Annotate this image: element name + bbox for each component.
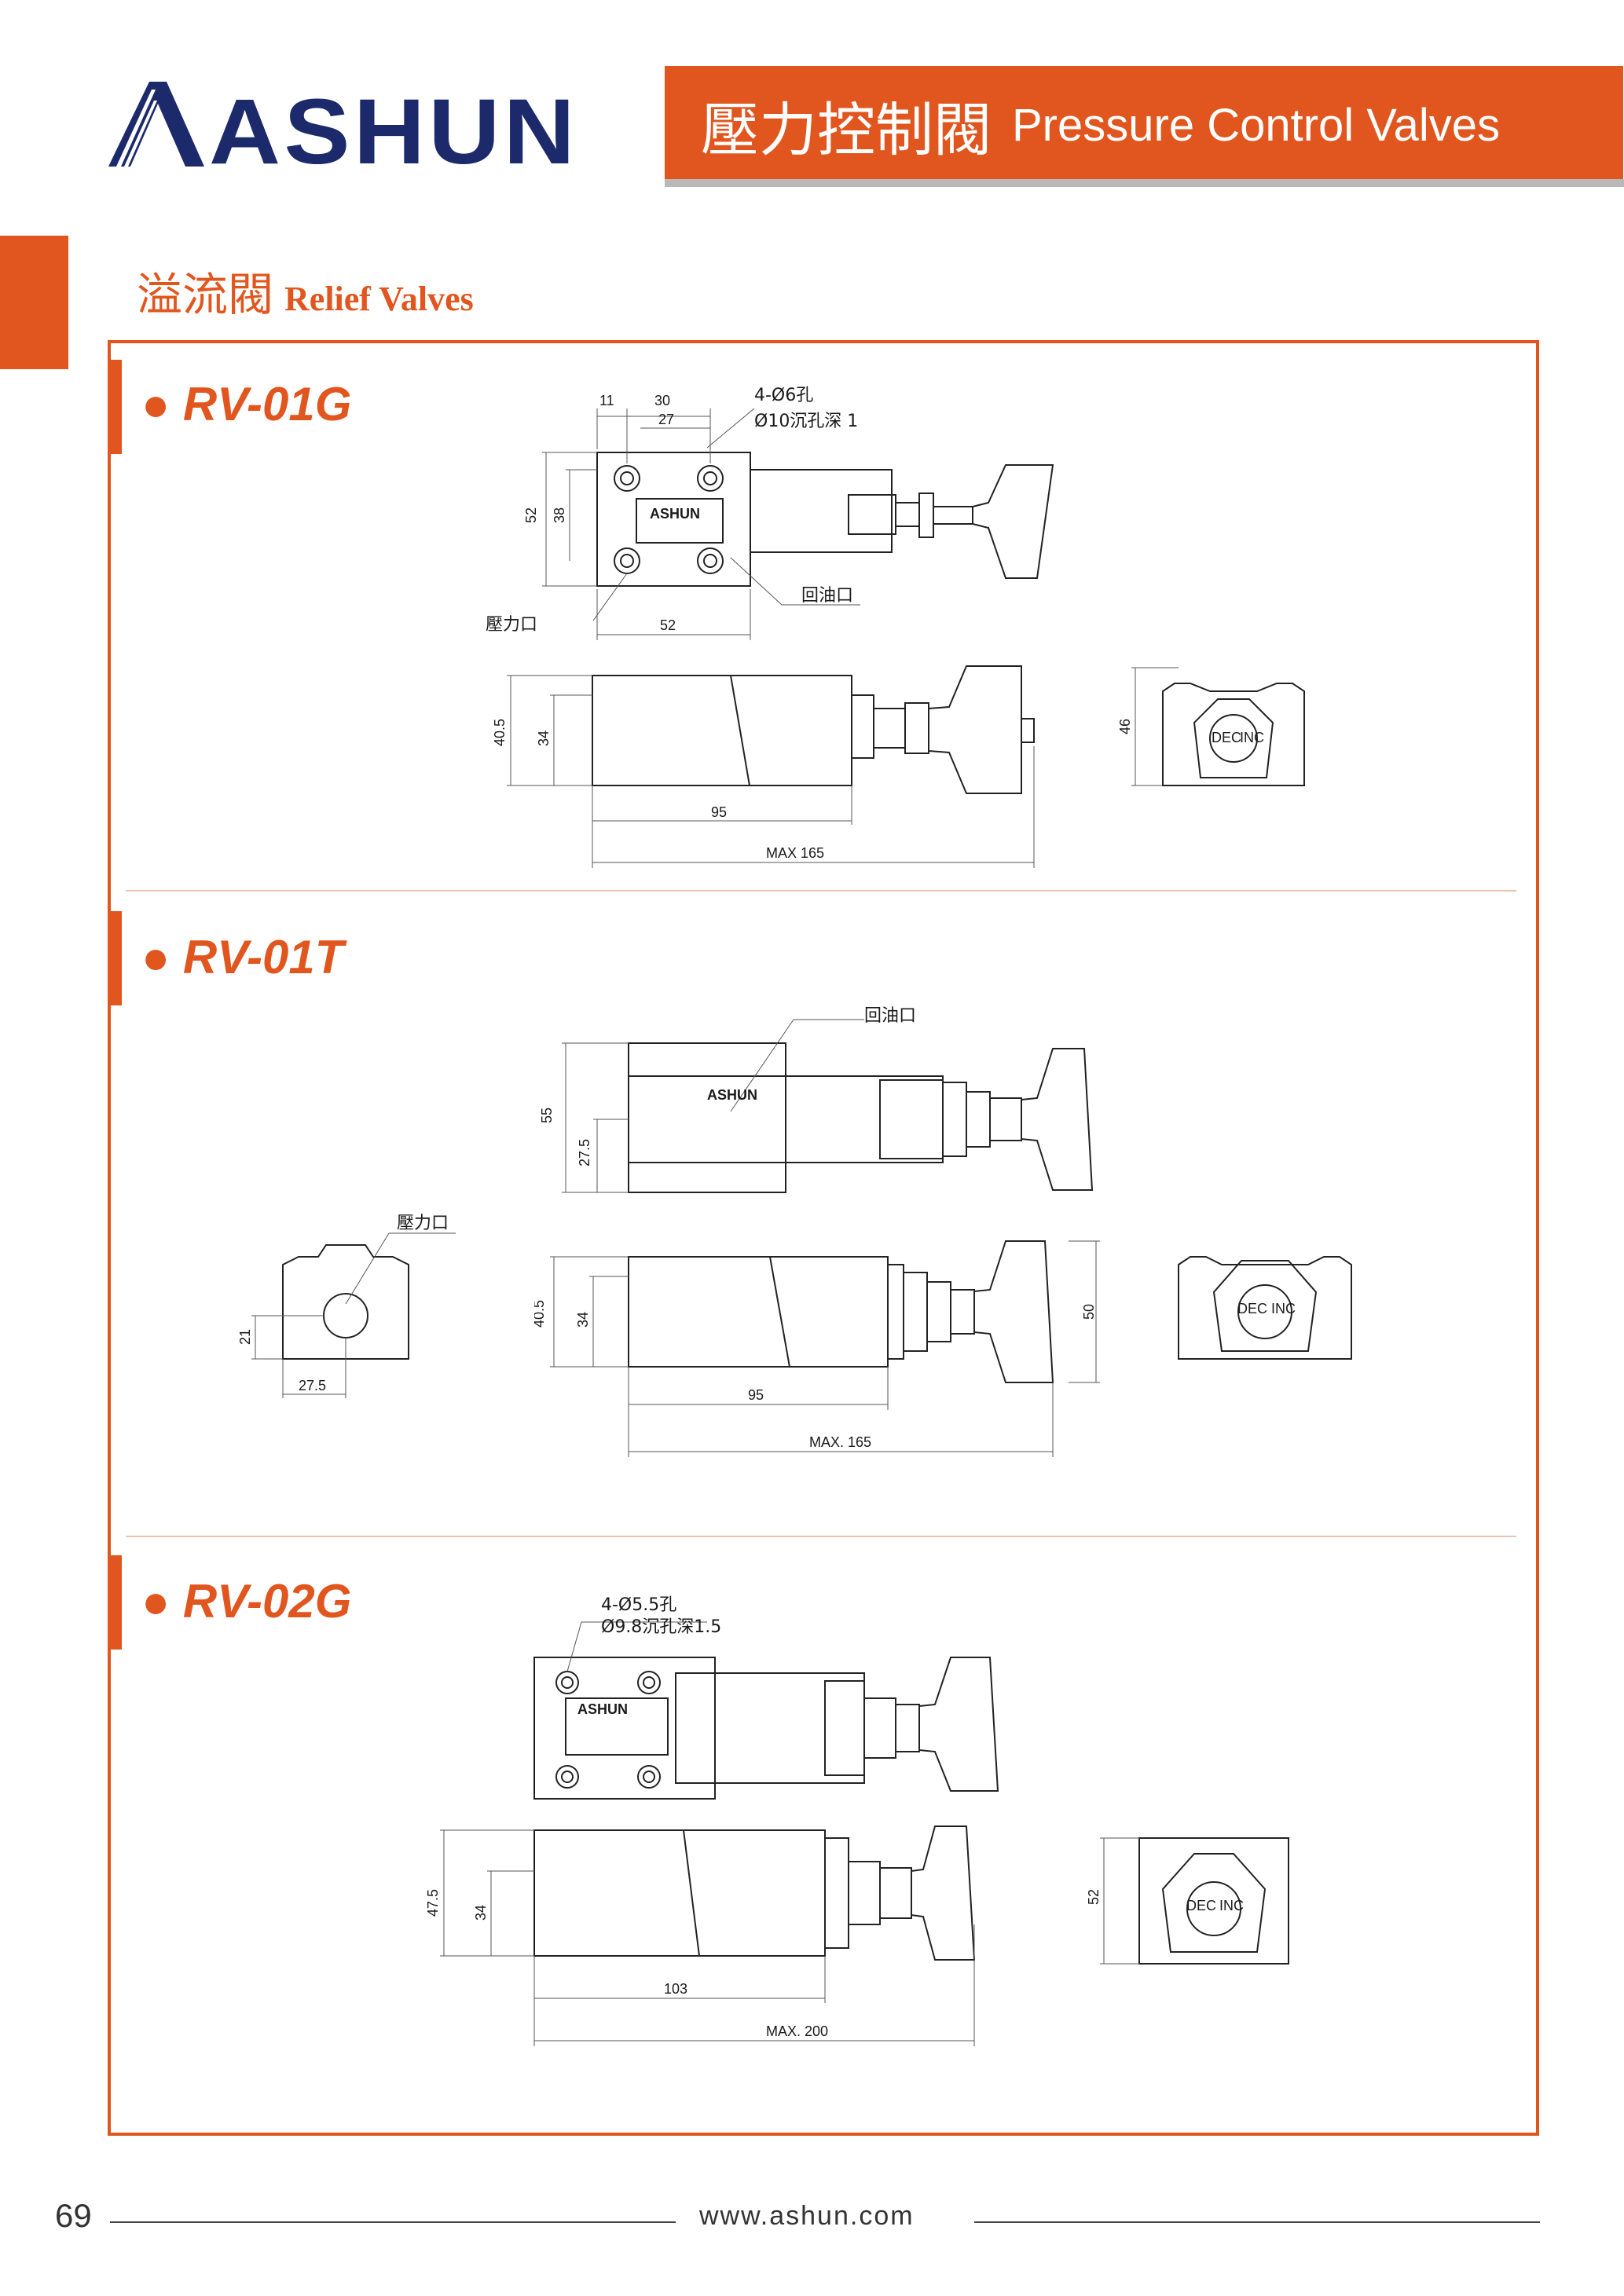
section-title-zh: 溢流閥 [137,268,274,321]
svg-text:Ø10沉孔深 1: Ø10沉孔深 1 [754,412,858,431]
inc-label: INC [1271,1301,1296,1316]
inc-label: INC [1219,1898,1244,1913]
svg-text:4-Ø6孔: 4-Ø6孔 [754,386,813,405]
model-label-rv01t: ● RV-01T [141,931,344,983]
section-divider [126,1536,1516,1537]
rv01t-end-view: DEC INC [1178,1256,1352,1360]
svg-text:MAX 165: MAX 165 [766,845,824,861]
svg-text:MAX. 200: MAX. 200 [766,2023,828,2039]
svg-text:52: 52 [523,507,539,523]
svg-text:38: 38 [552,507,567,523]
footer-rule-left [110,2221,676,2223]
rv02g-end-view: 52 DEC INC [1086,1837,1289,1965]
section-title-en: Relief Valves [284,280,474,318]
svg-text:27.5: 27.5 [299,1378,326,1393]
banner-shadow [665,179,1624,187]
svg-text:95: 95 [711,804,727,820]
svg-text:ASHUN: ASHUN [650,506,700,522]
dec-label: DEC [1237,1301,1267,1316]
footer-url[interactable]: www.ashun.com [699,2201,915,2231]
section-divider [126,890,1516,892]
svg-text:52: 52 [1086,1889,1102,1905]
rv01t-top-view: 55 27.5 回油口 ASHUN [539,1006,1094,1193]
rv02g-top-view: 4-Ø5.5孔 Ø9.8沉孔深1.5 ASHUN [533,1595,999,1800]
header-banner: 壓力控制閥 Pressure Control Valves [665,66,1623,184]
header-title-en: Pressure Control Valves [1012,99,1501,151]
rv01g-side-view: 40.5 34 95 MAX 165 [492,665,1035,868]
rv01g-end-view: 46 DEC INC [1117,667,1305,786]
dec-label: DEC [1212,730,1241,745]
dec-label: DEC [1186,1898,1216,1913]
svg-text:34: 34 [473,1905,489,1921]
page-number: 69 [55,2197,92,2234]
model-label-rv01g: ● RV-01G [141,378,352,430]
model-bar-rv01g [108,360,122,454]
inc-label: INC [1240,730,1264,745]
rv01g-top-view: 11 30 27 4-Ø6孔 Ø10沉孔深 1 52 38 52 回油口 壓力口… [486,386,1054,640]
svg-text:21: 21 [237,1329,253,1345]
svg-text:95: 95 [748,1387,764,1403]
svg-text:Ø9.8沉孔深1.5: Ø9.8沉孔深1.5 [601,1617,721,1637]
svg-text:壓力口: 壓力口 [486,615,537,635]
footer-rule-right [974,2221,1540,2223]
svg-text:4-Ø5.5孔: 4-Ø5.5孔 [601,1595,676,1615]
model-bar-rv02g [108,1555,122,1650]
svg-text:40.5: 40.5 [534,1300,547,1327]
svg-text:27.5: 27.5 [577,1139,592,1166]
svg-text:34: 34 [575,1312,591,1327]
svg-text:30: 30 [654,393,670,408]
svg-text:ASHUN: ASHUN [707,1087,757,1103]
header-title-zh: 壓力控制閥 [701,96,992,164]
svg-text:47.5: 47.5 [425,1889,441,1917]
rv01t-side-view: 40.5 34 95 MAX. 165 50 [534,1240,1100,1457]
ashun-logo: ASHUN [108,82,578,176]
model-bar-rv01t [108,911,122,1005]
svg-text:回油口: 回油口 [801,586,853,606]
side-tab [0,236,68,369]
svg-text:52: 52 [660,617,676,633]
svg-text:55: 55 [539,1108,555,1123]
svg-text:ASHUN: ASHUN [577,1701,628,1717]
svg-text:27: 27 [658,412,674,427]
svg-text:50: 50 [1081,1304,1097,1320]
svg-text:MAX. 165: MAX. 165 [809,1434,871,1450]
svg-text:40.5: 40.5 [492,719,508,746]
content-frame [108,340,1539,2136]
svg-text:34: 34 [536,731,552,746]
svg-text:46: 46 [1117,719,1133,734]
svg-text:11: 11 [599,393,614,408]
svg-text:壓力口: 壓力口 [397,1214,449,1233]
svg-text:103: 103 [664,1981,687,1997]
section-title: 溢流閥 Relief Valves [137,258,474,324]
rv02g-side-view: 47.5 34 103 MAX. 200 [425,1825,976,2046]
svg-text:回油口: 回油口 [864,1006,916,1026]
rv01t-front-view: 21 27.5 壓力口 [237,1214,456,1398]
svg-text:ASHUN: ASHUN [209,82,578,176]
model-label-rv02g: ● RV-02G [141,1575,352,1628]
